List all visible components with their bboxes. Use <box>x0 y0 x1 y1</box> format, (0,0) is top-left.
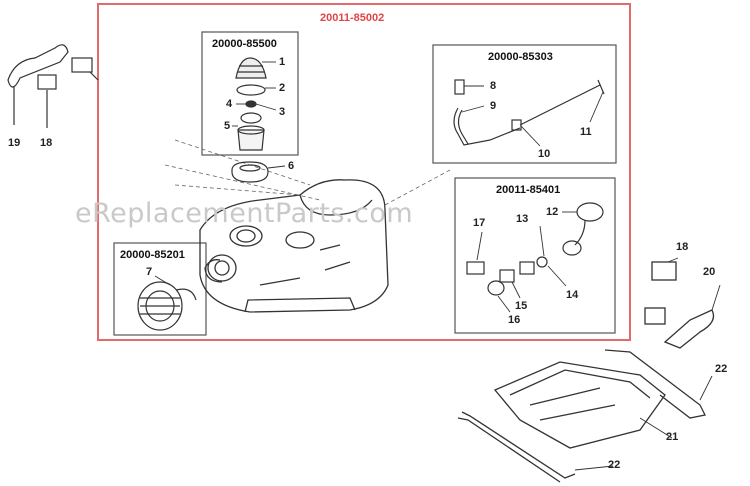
callout-2: 2 <box>279 82 286 94</box>
callout-12: 12 <box>546 206 559 218</box>
callout-20: 20 <box>703 266 716 278</box>
assembly-code-main: 20011-85002 <box>320 12 385 24</box>
assembly-code-filter: 20000-85201 <box>120 249 185 261</box>
callout-22-bottom: 22 <box>608 459 621 471</box>
callout-15: 15 <box>515 300 528 312</box>
fuel-tank <box>199 179 389 313</box>
assembly-frame <box>97 3 631 341</box>
primer-assembly-box <box>454 177 616 334</box>
callout-16: 16 <box>508 314 521 326</box>
callout-6: 6 <box>288 160 295 172</box>
cap-assembly-box <box>201 31 299 156</box>
handle-parts <box>7 44 99 128</box>
callout-5: 5 <box>224 120 231 132</box>
callout-13: 13 <box>516 213 529 225</box>
callout-4: 4 <box>226 98 233 110</box>
callout-17: 17 <box>473 217 486 229</box>
assembly-code-cap: 20000-85500 <box>212 38 277 50</box>
fuel-line-parts <box>453 79 605 146</box>
callout-7: 7 <box>146 266 153 278</box>
line-assembly-box <box>432 44 617 164</box>
callout-19: 19 <box>8 137 21 149</box>
filter-part <box>137 281 197 331</box>
assembly-code-primer: 20011-85401 <box>496 184 561 196</box>
assembly-code-line: 20000-85303 <box>488 51 553 63</box>
callout-18-right: 18 <box>676 241 689 253</box>
callout-14: 14 <box>566 289 579 301</box>
callout-1: 1 <box>279 56 286 68</box>
callout-21: 21 <box>666 431 679 443</box>
callout-10: 10 <box>538 148 551 160</box>
callout-9: 9 <box>490 100 497 112</box>
callout-8: 8 <box>490 80 497 92</box>
callout-18-left: 18 <box>40 137 53 149</box>
callout-3: 3 <box>279 106 286 118</box>
leader-lines <box>154 61 721 471</box>
guide-lines <box>164 139 451 206</box>
callout-22-right: 22 <box>715 363 728 375</box>
base-parts <box>457 261 715 483</box>
watermark: eReplacementParts.com <box>75 198 414 229</box>
cap-assembly-parts <box>231 57 269 183</box>
primer-parts <box>466 202 604 296</box>
callout-11: 11 <box>580 126 592 138</box>
